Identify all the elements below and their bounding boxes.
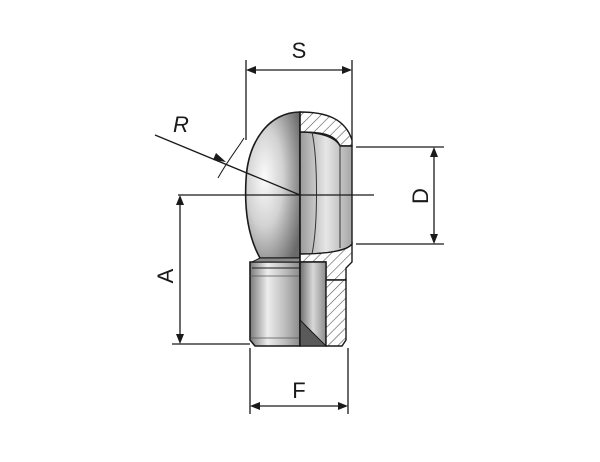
a-arrow-bottom	[176, 334, 184, 344]
socket-cup	[299, 131, 353, 255]
f-arrow-right	[338, 402, 348, 410]
s-label: S	[292, 38, 307, 63]
s-arrow-left	[246, 66, 256, 74]
d-arrow-top	[430, 147, 438, 157]
cup-edge	[311, 131, 317, 255]
neck	[251, 257, 301, 263]
r-label: R	[173, 112, 189, 137]
a-arrow-top	[176, 195, 184, 205]
ball-head	[244, 111, 301, 259]
shank-wall-hatch	[325, 279, 347, 347]
r-arrow	[213, 153, 226, 162]
r-arc	[217, 137, 245, 179]
dimensions	[154, 60, 444, 414]
exterior-half	[244, 111, 301, 347]
r-leader-line	[154, 134, 301, 196]
d-arrow-bottom	[430, 234, 438, 244]
a-label: A	[153, 268, 178, 283]
section-half	[299, 111, 353, 347]
s-arrow-right	[342, 66, 352, 74]
f-arrow-left	[250, 402, 260, 410]
d-label: D	[408, 188, 433, 204]
threaded-shank	[249, 261, 301, 347]
f-label: F	[292, 378, 305, 403]
